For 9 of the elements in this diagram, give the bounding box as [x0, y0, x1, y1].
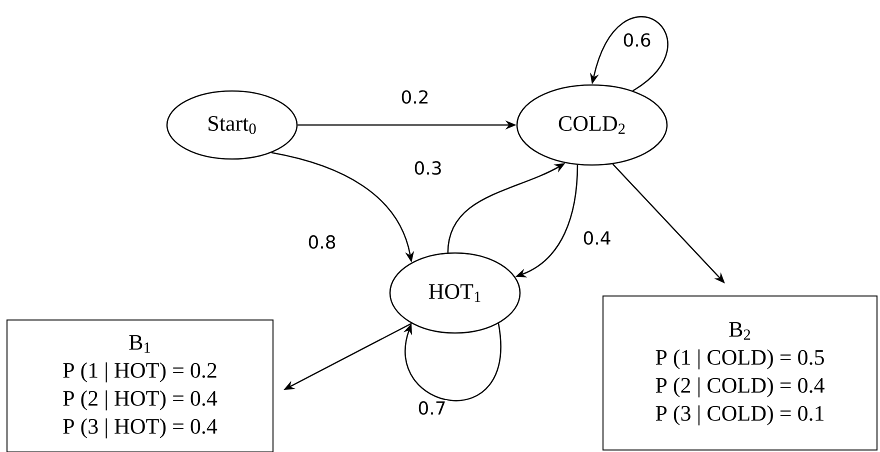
- edge-label: 0.8: [306, 234, 338, 250]
- edge-label: 0.4: [582, 230, 612, 246]
- edge-label: 0.7: [416, 400, 448, 416]
- emission-table: B$_{1}$ P (1 | HOT) = 0.2 P (2 | HOT) = 0.4 P (3 | HOT) = 0.4: [6, 320, 274, 452]
- arrow: [403, 323, 502, 402]
- emission-table: B$_{2}$ P (1 | COLD) = 0.5 P (2 | COLD) = 0.4 P (3 | COLD) = 0.1: [602, 296, 878, 450]
- edge-label: 0.3: [412, 160, 444, 176]
- edge-label: 0.2: [400, 89, 430, 105]
- edge-label: 0.6: [622, 32, 652, 48]
